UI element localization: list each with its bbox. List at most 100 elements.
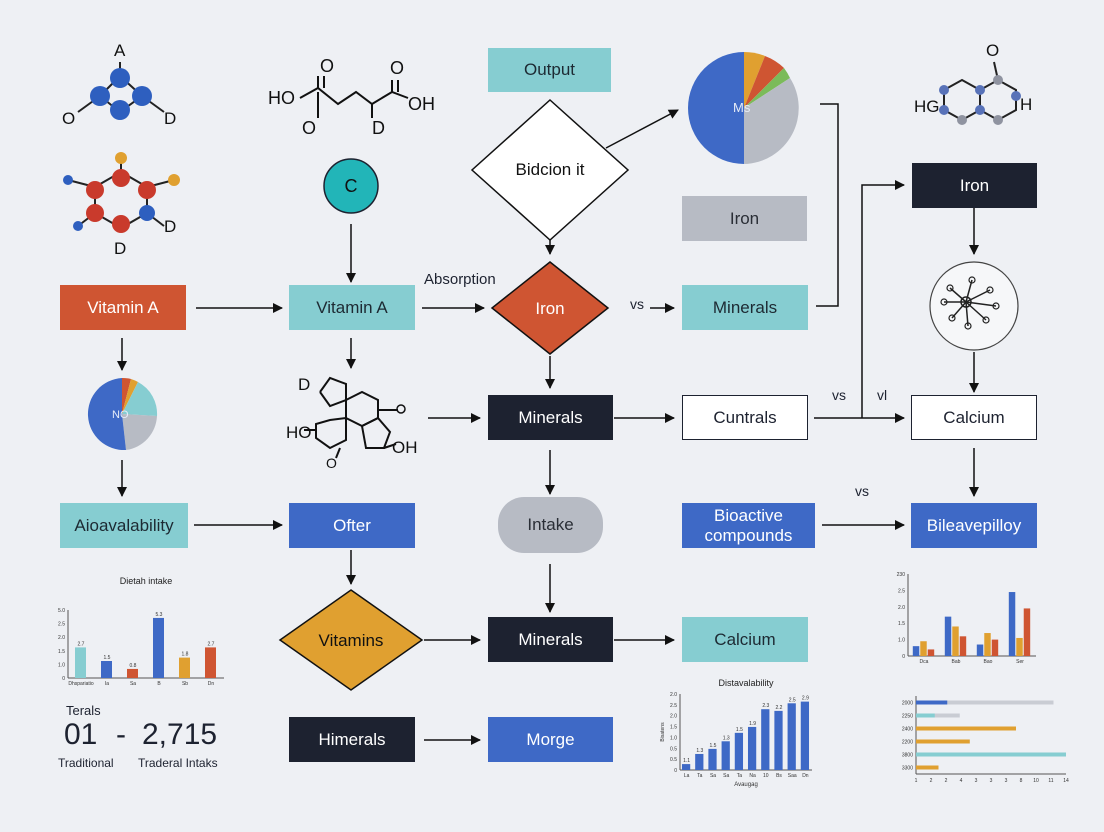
bar-value-label: 1.3 [723, 735, 730, 741]
x-tick-label: 4 [960, 778, 963, 784]
stat-value-left: 01 [64, 718, 98, 751]
y-tick-label: 2.0 [898, 605, 905, 611]
pie-left-label: NO [112, 409, 129, 421]
molecule-atom-label: OH [408, 94, 435, 114]
bar [153, 617, 164, 678]
x-tick-label: 10 [1033, 778, 1039, 784]
x-tick-label: 8 [1020, 778, 1023, 784]
vl-label: vl [877, 387, 888, 403]
molecule-atom-label: O [62, 109, 75, 128]
bar-value-label: 1.5 [710, 743, 717, 749]
bar [916, 765, 939, 770]
x-tick-label: 10 [763, 773, 769, 779]
x-tick-label: Bab [952, 659, 961, 665]
ofter-node: Ofter [289, 503, 415, 548]
bar [1016, 637, 1023, 656]
y-tick-label: 1.5 [898, 621, 905, 627]
bar [787, 703, 796, 770]
stat-caption-right: Traderal Intaks [138, 756, 218, 770]
iron-grey-node: Iron [682, 196, 807, 241]
bar [976, 644, 984, 656]
x-tick-label: 14 [1063, 778, 1069, 784]
bioactive-line-2: compounds [704, 525, 793, 545]
vs-label: vs [630, 296, 644, 312]
x-tick-label: 3 [975, 778, 978, 784]
bar-value-label: 1.5 [736, 727, 743, 733]
decision-diamond-label: Bidcion it [516, 160, 585, 179]
y-tick-label: 3800 [902, 753, 913, 759]
bar [800, 701, 810, 770]
bar [912, 646, 920, 656]
y-tick-label: 2200 [902, 740, 913, 746]
bar [916, 739, 970, 744]
molecule-diagram-2: D D [63, 152, 180, 258]
bar-value-label: 2.3 [762, 703, 769, 709]
chart-title: Distavalability [718, 678, 774, 688]
x-tick-label: B [157, 681, 161, 687]
chart-distavalability: 2.02.52.01.51.00.50.50DistavalabilityAva… [660, 678, 812, 788]
stat-caption-left: Traditional [58, 756, 114, 770]
bar [179, 657, 190, 678]
output-node: Output [488, 48, 611, 92]
pie-chart-top: Ms [688, 51, 799, 164]
bioactive-line-1: Bioactive [714, 505, 783, 525]
bar [101, 661, 112, 678]
y-tick-label: 0.5 [670, 757, 677, 763]
bar [205, 647, 216, 678]
bar [681, 764, 691, 770]
x-tick-label: Ta [737, 773, 743, 779]
network-icon [929, 261, 1019, 351]
bar [944, 616, 952, 656]
y-tick-label: 2.5 [58, 622, 65, 628]
x-tick-label: La [684, 773, 690, 779]
bar [952, 626, 959, 656]
intake-node: Intake [498, 497, 603, 553]
bar-value-label: 1.3 [696, 748, 703, 754]
molecule-atom-label: O [320, 56, 334, 76]
x-tick-label: Ta [697, 773, 703, 779]
y-tick-label: 230 [897, 572, 906, 578]
x-axis-label: Avaugag [734, 782, 758, 788]
morge-node: Morge [488, 717, 613, 762]
y-axis-label: Bisatens [660, 722, 666, 742]
terals-label: Terals [66, 703, 101, 718]
stat-value-right: 2,715 [142, 718, 218, 751]
y-tick-label: 1.0 [898, 638, 905, 644]
bar [984, 633, 991, 656]
bar [916, 726, 1016, 731]
minerals-teal-node: Minerals [682, 285, 808, 330]
absorption-label: Absorption [424, 271, 496, 288]
bar-value-label: 1.5 [104, 655, 111, 661]
y-tick-label: 1.0 [58, 662, 65, 668]
bar [774, 710, 783, 770]
y-tick-label: 0 [674, 768, 677, 774]
y-tick-label: 2.0 [58, 635, 65, 641]
iron-navy-node: Iron [912, 163, 1037, 208]
molecule-atom-label: O [302, 118, 316, 138]
y-tick-label: 2.5 [898, 588, 905, 594]
bileavepilloy-node: Bileavepilloy [911, 503, 1037, 548]
bar [75, 647, 86, 678]
bar [734, 732, 744, 770]
y-tick-label: 2000 [902, 701, 913, 707]
bar-value-label: 5.3 [156, 612, 163, 618]
vitamin-a-teal-node: Vitamin A [289, 285, 415, 330]
x-tick-label: 11 [1048, 778, 1053, 784]
calcium-teal-node: Calcium [682, 617, 808, 662]
x-tick-label: 3 [990, 778, 993, 784]
bar [1008, 592, 1016, 656]
y-tick-label: 3300 [902, 766, 913, 772]
bar [695, 753, 704, 770]
molecule-atom-label: D [298, 375, 310, 394]
molecule-atom-label: O [390, 58, 404, 78]
bar [721, 741, 730, 770]
y-tick-label: 0 [62, 676, 65, 682]
stat-dash: - [116, 718, 126, 751]
molecule-atom-label: O [326, 455, 337, 471]
bar [708, 748, 717, 770]
x-tick-label: 2 [945, 778, 948, 784]
x-tick-label: Ser [1016, 659, 1024, 665]
y-tick-label: 1.5 [58, 649, 65, 655]
y-tick-label: 2.0 [670, 714, 677, 720]
